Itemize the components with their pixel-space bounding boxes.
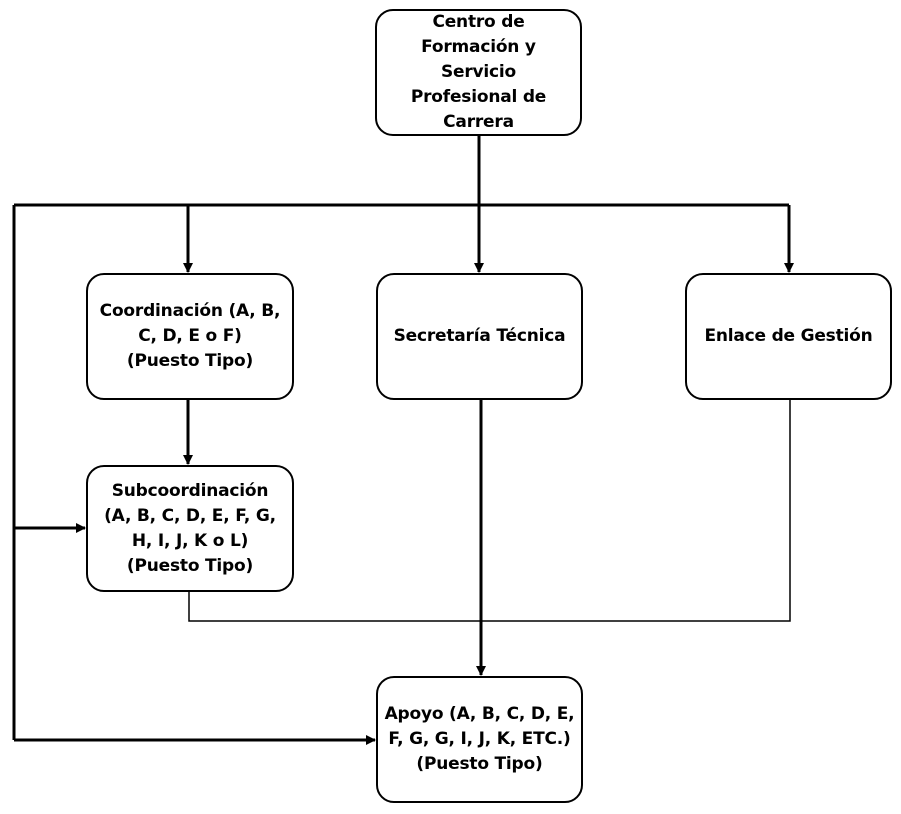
node-coordinacion-line-2: C, D, E o F) xyxy=(138,326,242,346)
node-apoyo-line-1: Apoyo (A, B, C, D, E, xyxy=(384,704,575,724)
node-secretaria-tecnica: Secretaría Técnica xyxy=(376,273,583,400)
node-centro-formacion: Centro de Formación y Servicio Profesion… xyxy=(375,9,582,136)
node-apoyo-line-3: (Puesto Tipo) xyxy=(416,754,543,774)
node-coordinacion-line-1: Coordinación (A, B, xyxy=(99,301,281,321)
node-centro-line-4: Profesional de xyxy=(410,87,547,107)
node-apoyo: Apoyo (A, B, C, D, E, F, G, G, I, J, K, … xyxy=(376,676,583,803)
node-subcoordinacion-line-1: Subcoordinación xyxy=(111,480,269,501)
node-centro-line-5: Carrera xyxy=(443,112,514,132)
node-enlace-line-1: Enlace de Gestión xyxy=(704,326,873,346)
node-centro-line-2: Formación y xyxy=(421,37,536,57)
node-subcoordinacion-line-3: H, I, J, K o L) xyxy=(131,530,249,551)
connector-subcoordinacion-enlace xyxy=(188,400,791,622)
node-enlace-gestion: Enlace de Gestión xyxy=(685,273,892,400)
node-secretaria-line-1: Secretaría Técnica xyxy=(393,326,566,346)
node-subcoordinacion: Subcoordinación (A, B, C, D, E, F, G, H,… xyxy=(86,465,294,592)
node-coordinacion-line-3: (Puesto Tipo) xyxy=(126,351,254,371)
node-subcoordinacion-line-4: (Puesto Tipo) xyxy=(126,555,254,576)
node-centro-line-3: Servicio xyxy=(440,62,517,82)
node-apoyo-line-2: F, G, G, I, J, K, ETC.) xyxy=(388,729,571,749)
node-centro-line-1: Centro de xyxy=(432,12,525,32)
node-coordinacion: Coordinación (A, B, C, D, E o F) (Puesto… xyxy=(86,273,294,400)
node-subcoordinacion-line-2: (A, B, C, D, E, F, G, xyxy=(104,505,276,526)
